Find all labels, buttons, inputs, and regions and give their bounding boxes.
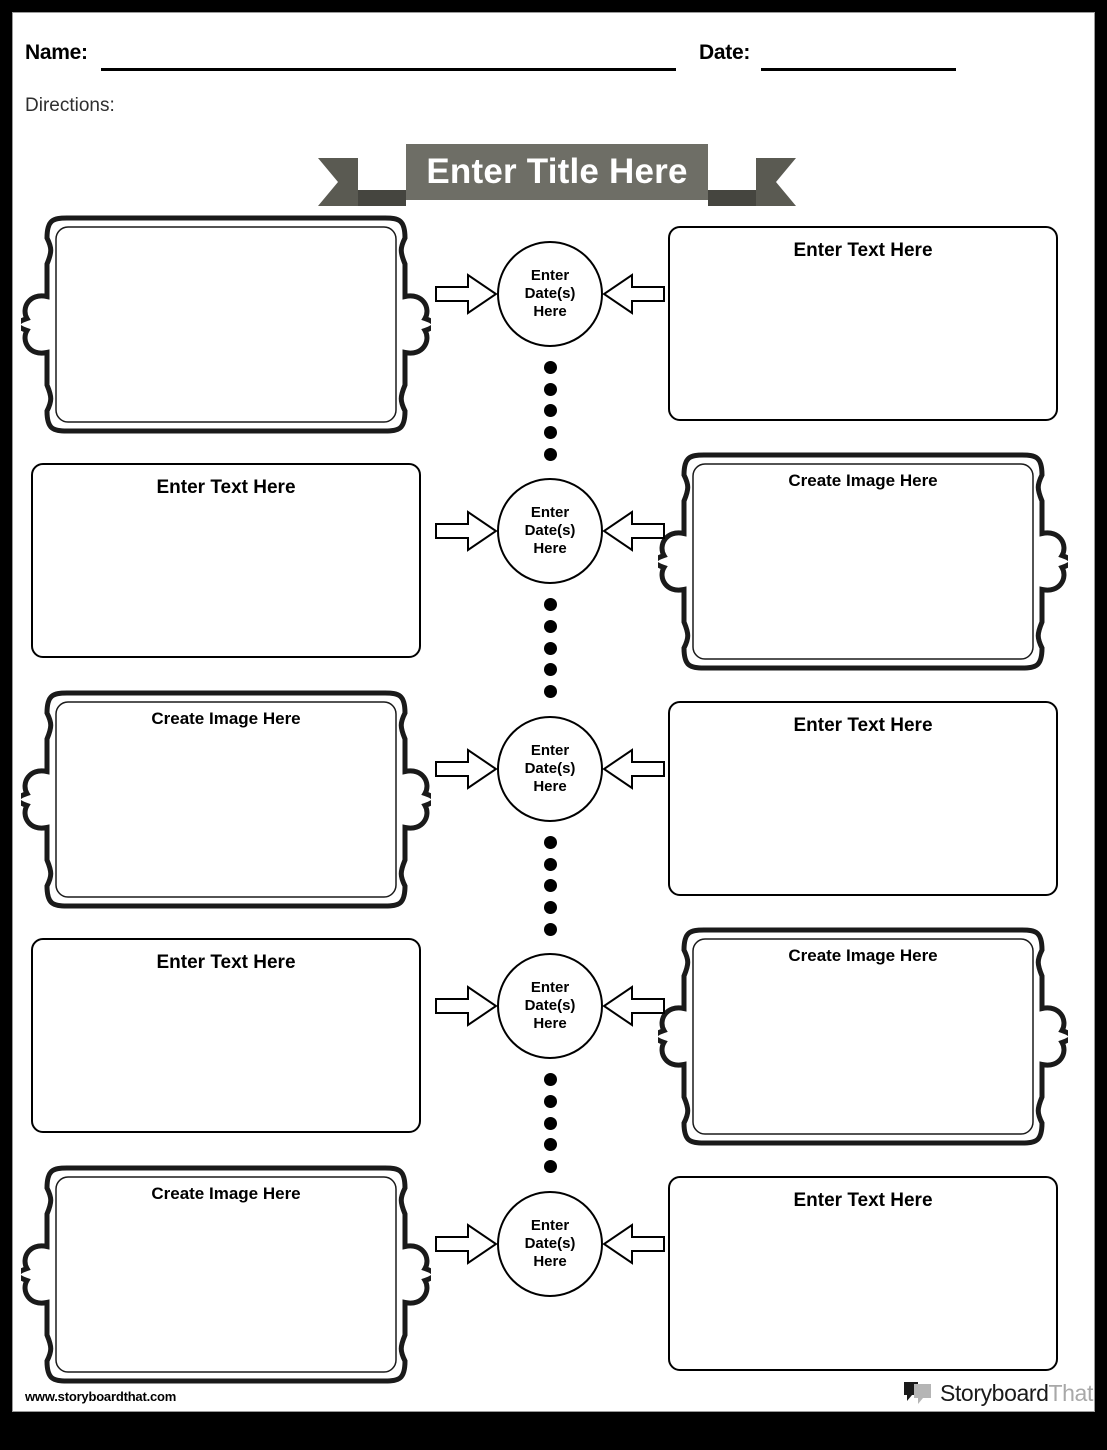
arrow-left-icon bbox=[603, 510, 665, 552]
connector-dots bbox=[543, 1073, 557, 1174]
date-write-line[interactable] bbox=[761, 68, 956, 71]
image-frame-slot[interactable]: Create Image Here bbox=[658, 449, 1068, 674]
arrow-into-circle-left bbox=[435, 1222, 497, 1266]
arrow-into-circle-left bbox=[435, 747, 497, 791]
arrow-into-circle-right bbox=[603, 984, 665, 1028]
storyboardthat-logo: StoryboardThat bbox=[903, 1380, 1093, 1407]
arrow-into-circle-right bbox=[603, 509, 665, 553]
text-box-slot[interactable]: Enter Text Here bbox=[31, 938, 421, 1133]
ornate-frame-icon bbox=[21, 690, 431, 909]
connector-dot bbox=[543, 685, 557, 699]
connector-dot bbox=[543, 382, 557, 396]
image-frame-slot[interactable]: Create Image Here bbox=[21, 1162, 431, 1387]
brand-secondary: That bbox=[1048, 1380, 1094, 1406]
name-write-line[interactable] bbox=[101, 68, 676, 71]
image-frame-slot[interactable]: Create Image Here bbox=[658, 924, 1068, 1149]
connector-dot bbox=[543, 879, 557, 893]
connector-dot bbox=[543, 425, 557, 439]
arrow-right-icon bbox=[435, 748, 497, 790]
connector-dot bbox=[543, 598, 557, 611]
connector-dots bbox=[543, 361, 557, 461]
text-box-slot[interactable]: Enter Text Here bbox=[668, 1176, 1058, 1371]
image-frame-slot[interactable] bbox=[21, 212, 431, 437]
connector-dot bbox=[543, 836, 557, 849]
brand-primary: Storyboard bbox=[940, 1380, 1049, 1406]
connector-dot bbox=[543, 641, 557, 655]
connector-dot bbox=[543, 361, 557, 374]
arrow-left-icon bbox=[603, 748, 665, 790]
connector-dot bbox=[543, 663, 557, 677]
arrow-left-icon bbox=[603, 985, 665, 1027]
connector-dot bbox=[543, 900, 557, 914]
slot-label: Enter Text Here bbox=[156, 477, 296, 498]
arrow-into-circle-left bbox=[435, 272, 497, 316]
text-box-slot[interactable]: Enter Text Here bbox=[31, 463, 421, 658]
connector-dot bbox=[543, 1138, 557, 1152]
worksheet-header: Name: Date: bbox=[13, 13, 1094, 71]
connector-dot bbox=[543, 1073, 557, 1086]
arrow-into-circle-right bbox=[603, 1222, 665, 1266]
arrow-right-icon bbox=[435, 1223, 497, 1265]
ornate-frame-icon bbox=[21, 215, 431, 434]
ornate-frame-icon bbox=[21, 1165, 431, 1384]
connector-dot bbox=[543, 857, 557, 871]
connector-dot bbox=[543, 1116, 557, 1130]
arrow-into-circle-left bbox=[435, 509, 497, 553]
connector-dots bbox=[543, 836, 557, 936]
connector-dot bbox=[543, 619, 557, 633]
directions-label: Directions: bbox=[25, 95, 115, 116]
arrow-into-circle-left bbox=[435, 984, 497, 1028]
connector-dot bbox=[543, 922, 557, 936]
brand-wordmark: StoryboardThat bbox=[940, 1380, 1093, 1407]
worksheet-page: Name: Date: Directions: Enter Title Here bbox=[12, 12, 1095, 1412]
slot-label: Enter Text Here bbox=[793, 715, 933, 736]
ribbon-shape-icon bbox=[318, 144, 796, 206]
text-box-slot[interactable]: Enter Text Here bbox=[668, 226, 1058, 421]
arrow-into-circle-right bbox=[603, 747, 665, 791]
image-frame-slot[interactable]: Create Image Here bbox=[21, 687, 431, 912]
arrow-into-circle-right bbox=[603, 272, 665, 316]
footer-url[interactable]: www.storyboardthat.com bbox=[25, 1389, 177, 1404]
connector-dots bbox=[543, 598, 557, 699]
name-label: Name: bbox=[25, 41, 88, 64]
arrow-right-icon bbox=[435, 510, 497, 552]
connector-dot bbox=[543, 404, 557, 418]
connector-dot bbox=[543, 447, 557, 461]
slot-label: Enter Text Here bbox=[793, 240, 933, 261]
arrow-right-icon bbox=[435, 273, 497, 315]
arrow-right-icon bbox=[435, 985, 497, 1027]
arrow-left-icon bbox=[603, 273, 665, 315]
ornate-frame-icon bbox=[658, 927, 1068, 1146]
slot-label: Enter Text Here bbox=[156, 952, 296, 973]
speech-bubble-icon bbox=[904, 1382, 931, 1404]
ornate-frame-icon bbox=[658, 452, 1068, 671]
date-label: Date: bbox=[699, 41, 751, 64]
connector-dot bbox=[543, 1160, 557, 1174]
arrow-left-icon bbox=[603, 1223, 665, 1265]
slot-label: Enter Text Here bbox=[793, 1190, 933, 1211]
text-box-slot[interactable]: Enter Text Here bbox=[668, 701, 1058, 896]
connector-dot bbox=[543, 1094, 557, 1108]
